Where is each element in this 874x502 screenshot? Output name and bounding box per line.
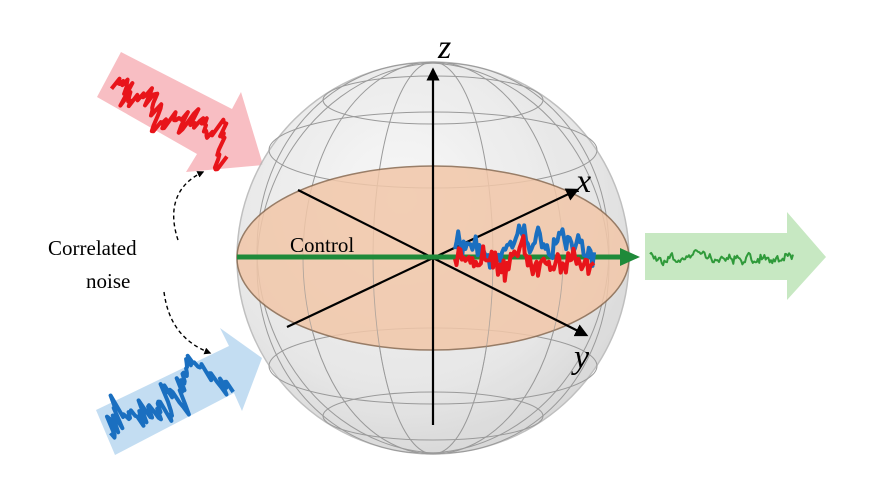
neg-x-axis — [286, 257, 434, 328]
red-arrow-body — [97, 52, 263, 172]
axis-label-y: y — [571, 339, 590, 376]
neg-y-axis — [297, 189, 434, 259]
green-filtered-trace — [649, 249, 794, 267]
red-noise-input-arrow — [97, 52, 263, 172]
correlated-label-line2: noise — [86, 269, 130, 293]
bloch-sphere-icon: z x y Control — [236, 29, 640, 455]
red-noise-trace — [109, 76, 229, 172]
axis-label-x: x — [575, 163, 591, 200]
dashed-arrow-up — [172, 171, 205, 241]
axis-label-z: z — [437, 29, 451, 66]
correlated-label-line1: Correlated — [48, 236, 137, 260]
y-axis — [432, 257, 589, 337]
blue-noise-on-axis — [453, 223, 597, 270]
blue-noise-input-arrow — [96, 328, 262, 455]
control-label: Control — [290, 233, 354, 257]
control-beam-head — [620, 248, 640, 266]
dashed-arrow-down — [163, 291, 212, 355]
correlated-noise-annotation: Correlated noise — [48, 171, 212, 355]
green-arrow-body — [645, 212, 826, 300]
blue-noise-trace — [105, 353, 235, 440]
green-output-arrow — [645, 212, 826, 300]
red-noise-on-axis — [453, 234, 596, 283]
